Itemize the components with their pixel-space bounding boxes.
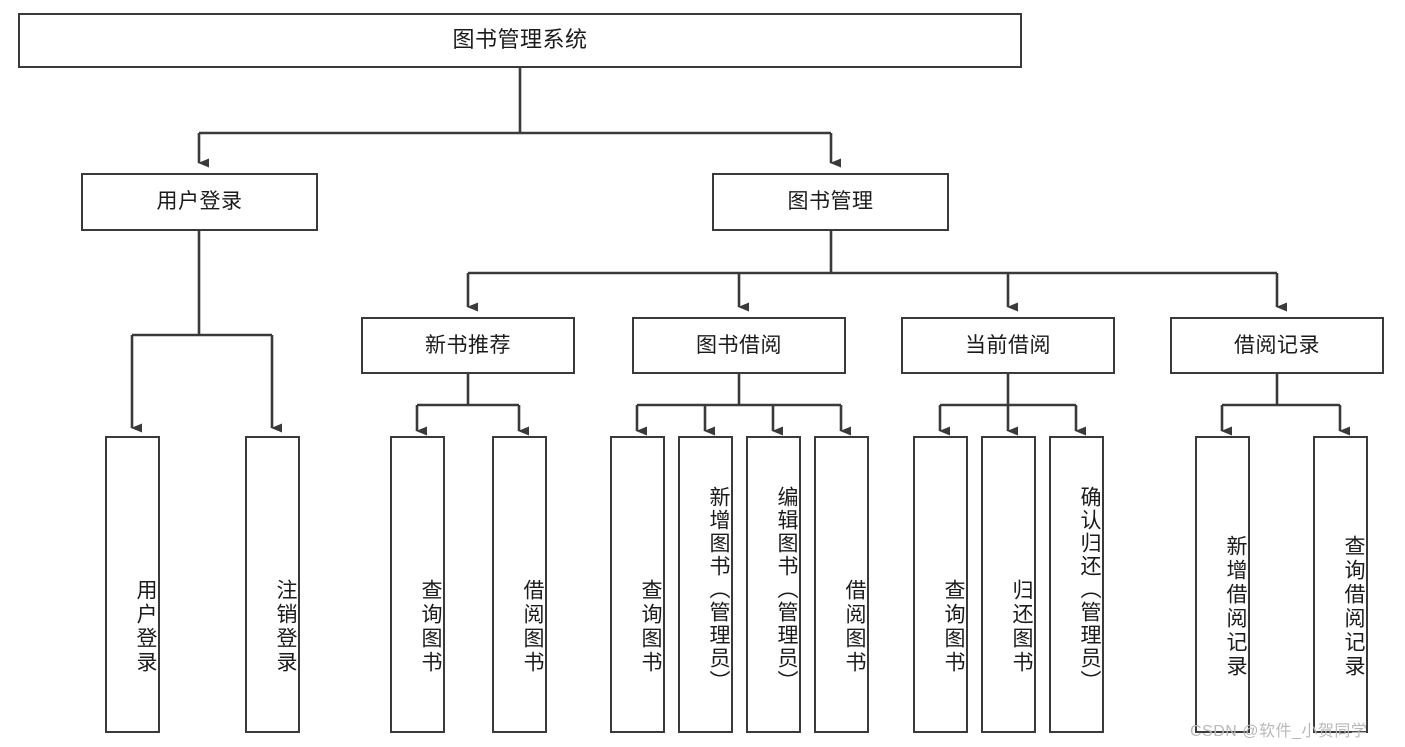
leaf-label: 注销登录: [274, 579, 297, 675]
leaf-label: 查询图书: [942, 579, 965, 675]
node-user-login[interactable]: 用户登录: [81, 173, 318, 231]
node-book-borrow-label: 图书借阅: [696, 333, 782, 357]
leaf-current-borrow-return[interactable]: 归还图书: [981, 436, 1036, 733]
node-root-system[interactable]: 图书管理系统: [18, 13, 1022, 68]
node-book-management[interactable]: 图书管理: [712, 173, 949, 231]
leaf-label: 借阅图书: [843, 579, 866, 675]
leaf-borrow-record-add[interactable]: 新增借阅记录: [1195, 436, 1250, 733]
node-root-label: 图书管理系统: [452, 27, 588, 53]
node-book-borrow[interactable]: 图书借阅: [632, 317, 846, 374]
leaf-label: 新增图书（管理员）: [707, 486, 730, 693]
leaf-current-borrow-confirm[interactable]: 确认归还（管理员）: [1049, 436, 1104, 733]
leaf-label: 查询借阅记录: [1342, 535, 1365, 679]
leaf-new-book-query[interactable]: 查询图书: [390, 436, 445, 733]
node-new-book-recommend-label: 新书推荐: [425, 333, 511, 357]
leaf-label: 确认归还（管理员）: [1078, 486, 1101, 693]
node-borrow-record[interactable]: 借阅记录: [1170, 317, 1384, 374]
node-current-borrow[interactable]: 当前借阅: [901, 317, 1115, 374]
leaf-book-borrow-query[interactable]: 查询图书: [610, 436, 665, 733]
node-new-book-recommend[interactable]: 新书推荐: [361, 317, 575, 374]
leaf-borrow-record-query[interactable]: 查询借阅记录: [1313, 436, 1368, 733]
node-book-management-label: 图书管理: [787, 190, 874, 214]
node-borrow-record-label: 借阅记录: [1234, 333, 1320, 357]
leaf-book-borrow-edit[interactable]: 编辑图书（管理员）: [746, 436, 801, 733]
leaf-label: 编辑图书（管理员）: [775, 486, 798, 693]
node-current-borrow-label: 当前借阅: [965, 333, 1051, 357]
csdn-watermark: CSDN @软件_小贺同学: [1190, 723, 1368, 740]
leaf-current-borrow-query[interactable]: 查询图书: [913, 436, 968, 733]
leaf-label: 归还图书: [1010, 579, 1033, 675]
leaf-label: 查询图书: [639, 579, 662, 675]
leaf-label: 借阅图书: [521, 579, 544, 675]
node-user-login-label: 用户登录: [156, 190, 243, 214]
leaf-label: 用户登录: [134, 579, 157, 675]
leaf-book-borrow-add[interactable]: 新增图书（管理员）: [678, 436, 733, 733]
leaf-user-login-login[interactable]: 用户登录: [105, 436, 160, 733]
leaf-label: 新增借阅记录: [1224, 535, 1247, 679]
leaf-book-borrow-borrow[interactable]: 借阅图书: [814, 436, 869, 733]
leaf-label: 查询图书: [419, 579, 442, 675]
leaf-user-login-logout[interactable]: 注销登录: [245, 436, 300, 733]
leaf-new-book-borrow[interactable]: 借阅图书: [492, 436, 547, 733]
